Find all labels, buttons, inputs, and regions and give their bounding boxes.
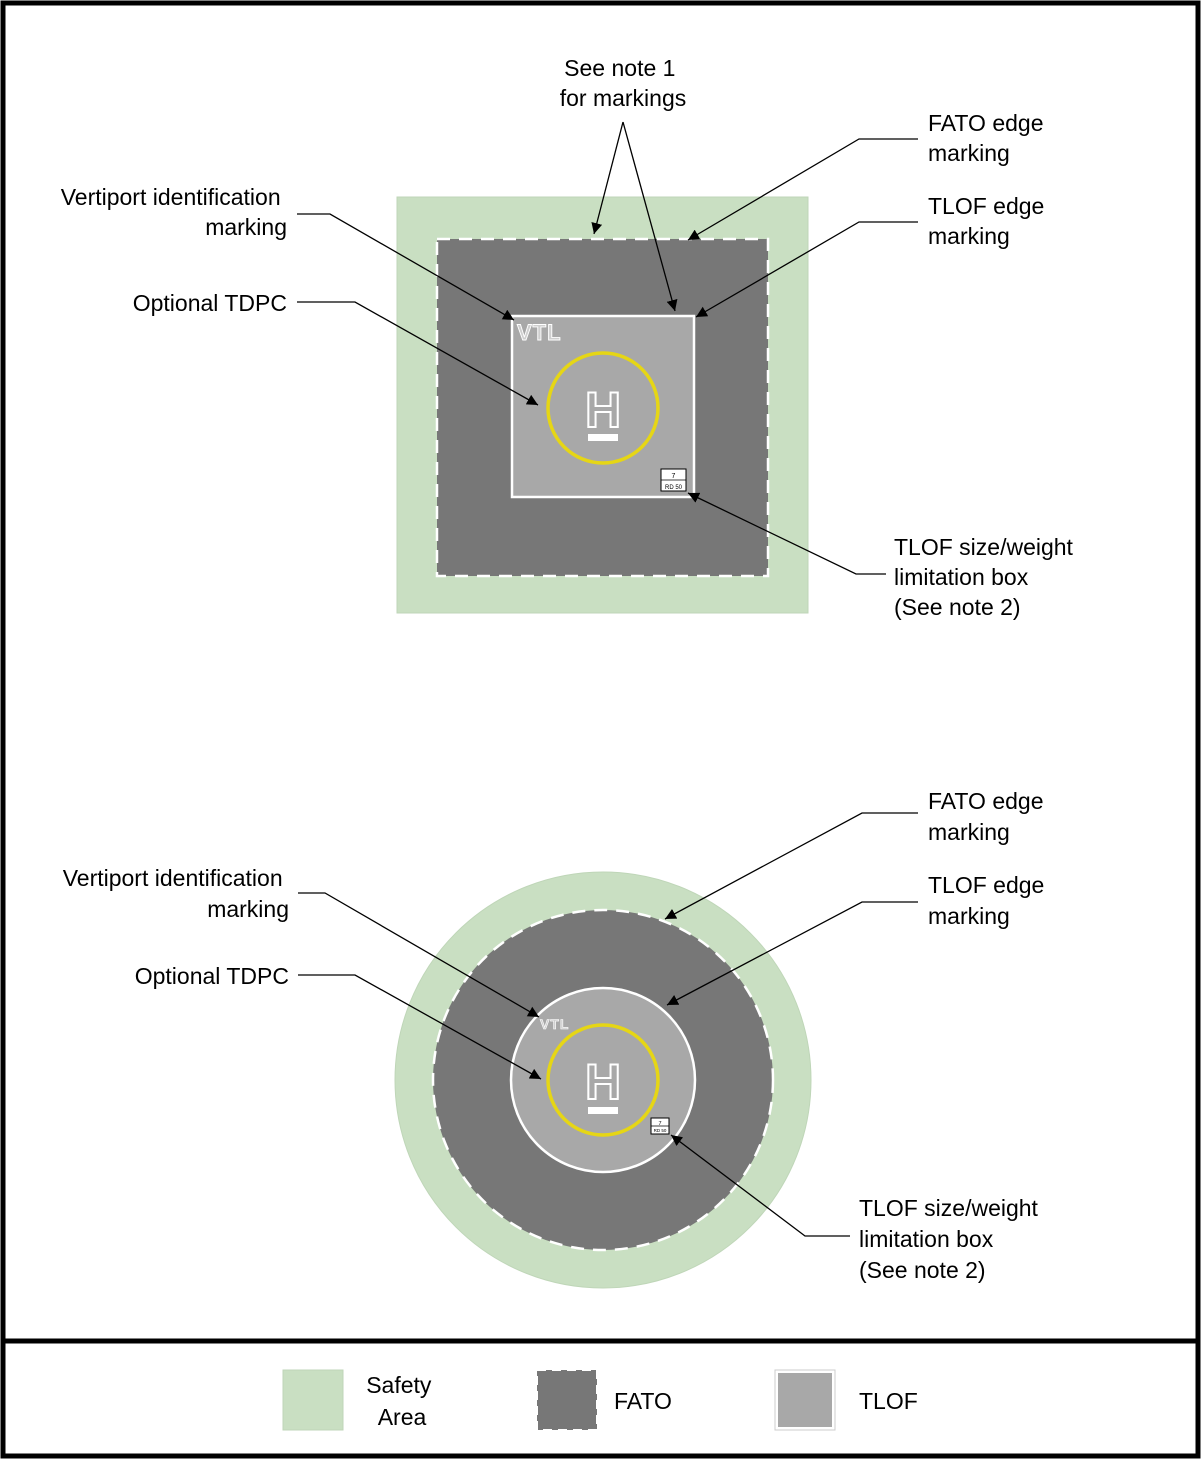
circle-tdpc-leader — [298, 974, 542, 1080]
circle-limitation-box: 7 RD 50 — [650, 1117, 670, 1135]
square-fato-edge-leader — [687, 138, 918, 241]
circle-tlof-edge-leader — [666, 901, 918, 1006]
circle-vertiport-id-label: Vertiport identification marking — [63, 865, 289, 922]
circle-vertiport-id-leader — [298, 892, 540, 1018]
square-h-underline — [588, 434, 618, 441]
circle-tlof — [509, 986, 697, 1174]
circle-fato-edge-leader — [664, 812, 918, 920]
square-limit-box-leader — [687, 492, 886, 575]
square-h-marking: H — [585, 382, 621, 438]
circle-h-marking: H — [585, 1054, 621, 1110]
circle-h-underline — [588, 1107, 618, 1114]
square-tlof-edge-leader — [695, 221, 918, 318]
legend-fato-label: FATO — [614, 1388, 672, 1414]
square-limitation-box: 7 RD 50 — [660, 468, 687, 492]
svg-text:7: 7 — [658, 1121, 661, 1127]
legend-fato-swatch — [537, 1370, 597, 1430]
square-note1-leader-b — [622, 121, 678, 312]
square-fato-edge-marking — [435, 237, 770, 578]
legend-tlof-label: TLOF — [859, 1388, 918, 1414]
svg-text:RD 50: RD 50 — [665, 485, 683, 491]
circle-tdpc-label: Optional TDPC — [135, 963, 289, 989]
legend-tlof-swatch — [776, 1371, 834, 1429]
legend-fato-edge — [536, 1369, 598, 1431]
square-limit-box-label: TLOF size/weight limitation box (See not… — [894, 534, 1079, 620]
square-vertiport-id-leader — [297, 213, 515, 321]
circle-vtl-marking: VTL — [540, 1016, 569, 1032]
square-vtl-marking: VTL — [517, 320, 562, 345]
legend-safety-area-swatch — [282, 1369, 344, 1431]
circle-fato-edge-label: FATO edge marking — [928, 788, 1050, 845]
square-vertiport: H VTL 7 RD 50 See note 1 for markings FA… — [61, 55, 1079, 620]
square-tdpc-leader — [297, 301, 539, 406]
square-tlof — [510, 314, 696, 499]
square-note1-label: See note 1 for markings — [560, 55, 687, 111]
square-tlof-edge-label: TLOF edge marking — [928, 193, 1051, 249]
square-tdpc-label: Optional TDPC — [133, 290, 287, 316]
svg-text:7: 7 — [672, 473, 676, 480]
square-vertiport-id-label: Vertiport identification marking — [61, 184, 287, 240]
circle-vertiport: H VTL 7 RD 50 FATO edge marking TLOF edg… — [63, 788, 1051, 1289]
circle-limit-box-label: TLOF size/weight limitation box (See not… — [859, 1195, 1044, 1283]
svg-text:RD 50: RD 50 — [654, 1128, 667, 1133]
square-note1-leader-a — [591, 121, 624, 235]
legend: Safety Area FATO TLOF — [282, 1369, 918, 1431]
circle-limit-box-leader — [670, 1134, 850, 1237]
square-tdpc-circle — [546, 351, 660, 465]
legend-safety-area-label: Safety Area — [366, 1372, 438, 1430]
circle-fato-edge-marking — [431, 908, 775, 1252]
circle-tdpc-circle — [546, 1023, 660, 1137]
square-fato-edge-label: FATO edge marking — [928, 110, 1050, 166]
legend-tlof-outline — [774, 1369, 836, 1431]
circle-tlof-edge-label: TLOF edge marking — [928, 872, 1051, 929]
